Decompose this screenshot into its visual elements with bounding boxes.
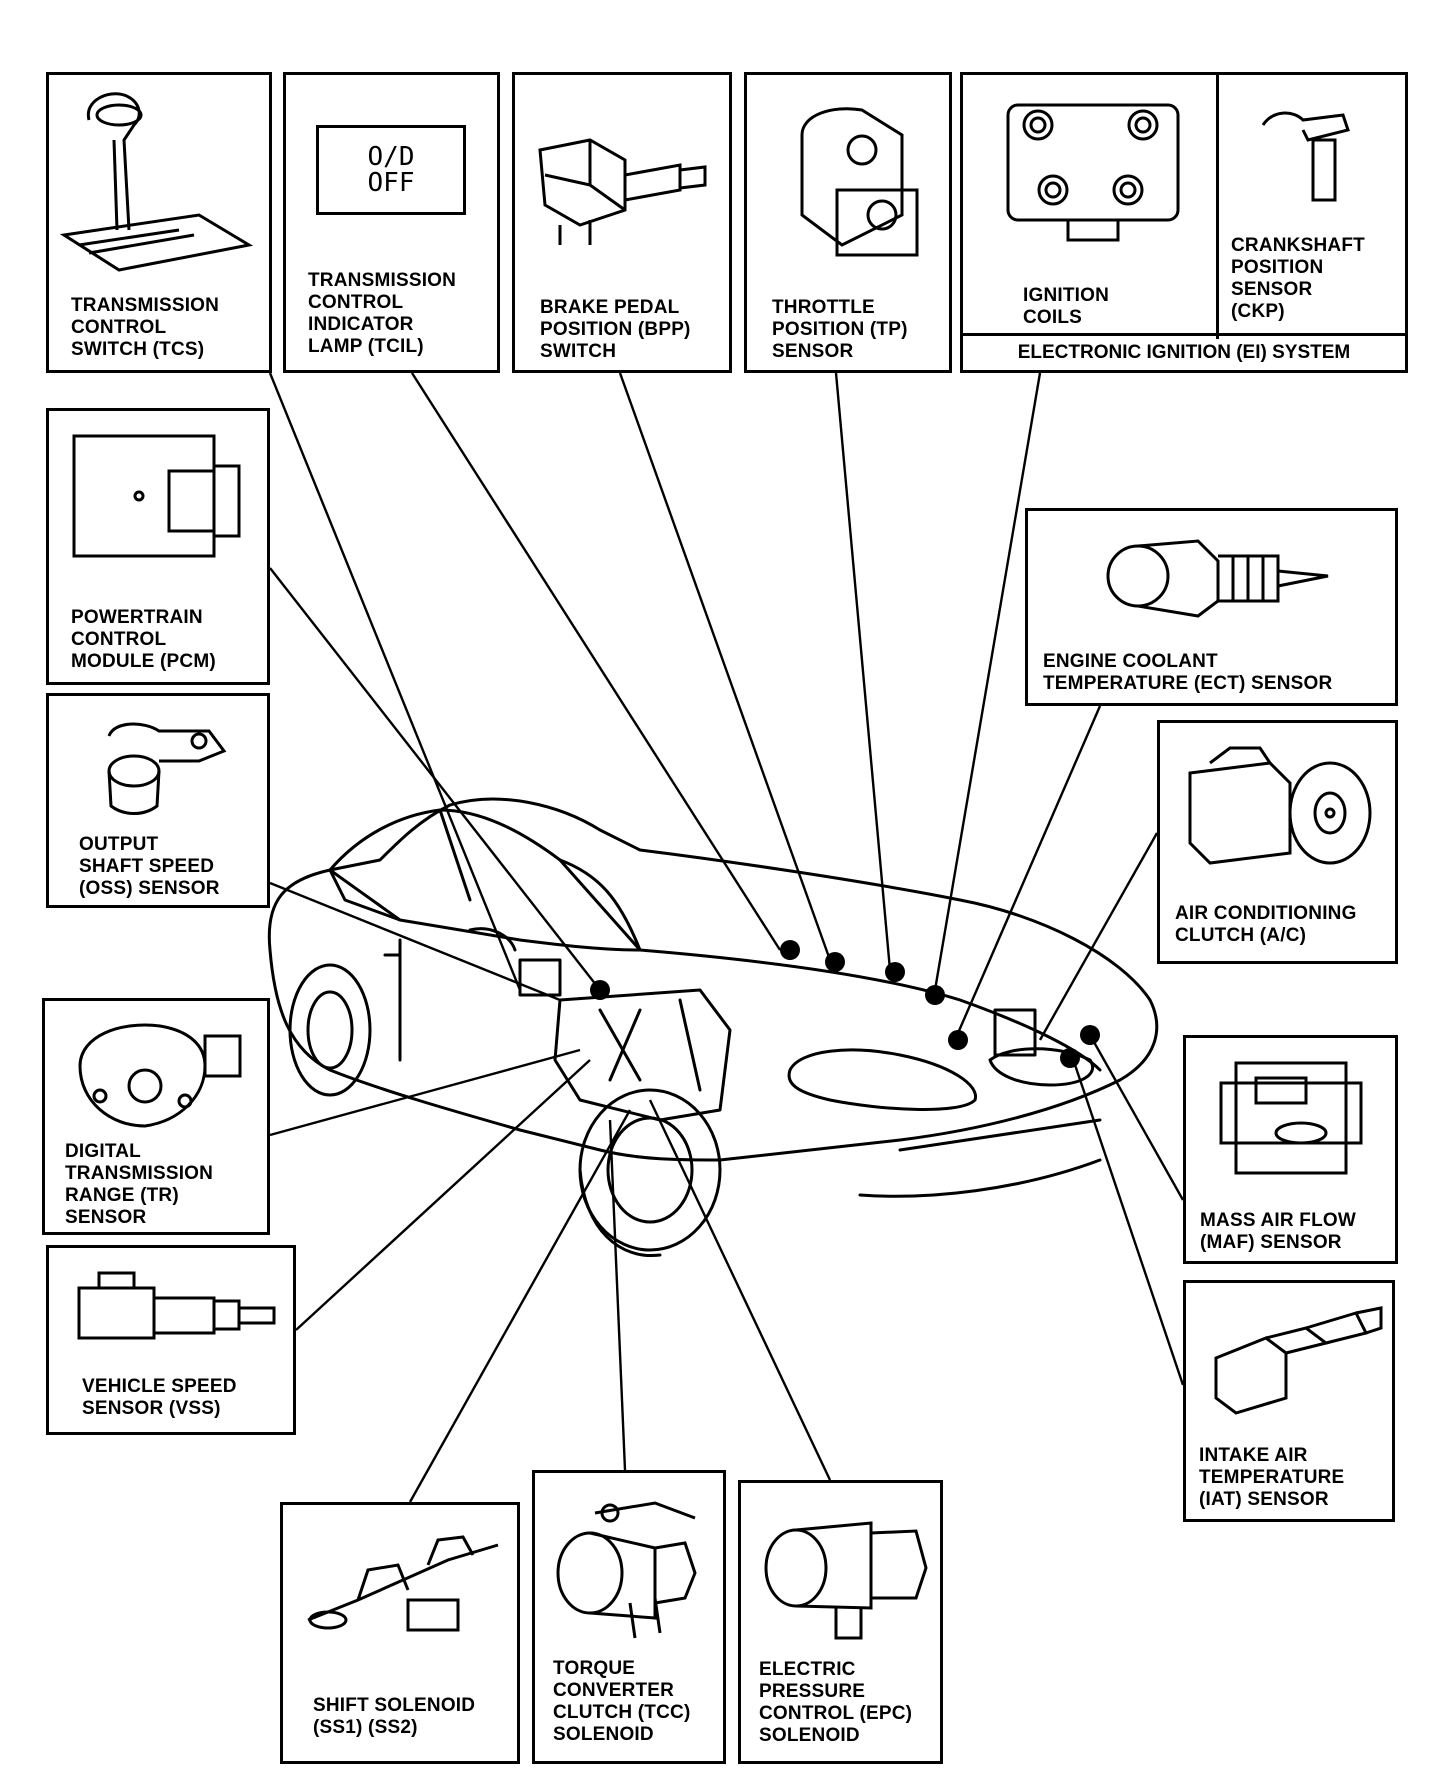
leader-lines	[268, 372, 1185, 1503]
tcc-panel: TORQUE CONVERTER CLUTCH (TCC) SOLENOID	[532, 1470, 726, 1764]
ei-divider	[1216, 75, 1219, 339]
iat-panel: INTAKE AIR TEMPERATURE (IAT) SENSOR	[1183, 1280, 1395, 1522]
ignition-coils-label: IGNITION COILS	[1023, 285, 1110, 328]
air-temp-sensor-icon	[1214, 1306, 1383, 1415]
epc-solenoid-icon	[764, 1521, 928, 1640]
ei-system-panel: IGNITION COILS CRANKSHAFT POSITION SENSO…	[960, 72, 1408, 373]
vehicle-speed-sensor-icon	[77, 1271, 276, 1340]
tcc-solenoid-icon	[556, 1501, 697, 1639]
coolant-sensor-icon	[1106, 539, 1329, 618]
oss-panel: OUTPUT SHAFT SPEED (OSS) SENSOR	[46, 693, 270, 908]
gear-shifter-icon	[59, 92, 254, 272]
tp-label: THROTTLE POSITION (TP) SENSOR	[772, 297, 908, 362]
connection-dots	[590, 940, 1100, 1068]
ac-panel: AIR CONDITIONING CLUTCH (A/C)	[1157, 720, 1398, 964]
bpp-panel: BRAKE PEDAL POSITION (BPP) SWITCH	[512, 72, 732, 373]
car-outline-icon	[267, 797, 1159, 1258]
tr-panel: DIGITAL TRANSMISSION RANGE (TR) SENSOR	[42, 998, 270, 1235]
shift-solenoid-icon	[307, 1535, 499, 1632]
tp-panel: THROTTLE POSITION (TP) SENSOR	[744, 72, 952, 373]
compressor-clutch-icon	[1188, 746, 1372, 865]
speed-sensor-icon	[107, 722, 227, 815]
ckp-label: CRANKSHAFT POSITION SENSOR (CKP)	[1231, 235, 1365, 322]
maf-sensor-icon	[1219, 1061, 1363, 1175]
tcs-panel: TRANSMISSION CONTROL SWITCH (TCS)	[46, 72, 272, 373]
ei-system-label: ELECTRONIC IGNITION (EI) SYSTEM	[963, 333, 1405, 370]
ss-panel: SHIFT SOLENOID (SS1) (SS2)	[280, 1502, 520, 1764]
maf-panel: MASS AIR FLOW (MAF) SENSOR	[1183, 1035, 1398, 1264]
crank-sensor-icon	[1261, 111, 1350, 202]
pcm-label: POWERTRAIN CONTROL MODULE (PCM)	[71, 607, 216, 672]
tcs-label: TRANSMISSION CONTROL SWITCH (TCS)	[71, 295, 220, 360]
tcil-panel: O/D OFF TRANSMISSION CONTROL INDICATOR L…	[283, 72, 500, 373]
ect-panel: ENGINE COOLANT TEMPERATURE (ECT) SENSOR	[1025, 508, 1398, 706]
bpp-label: BRAKE PEDAL POSITION (BPP) SWITCH	[540, 297, 691, 362]
ect-label: ENGINE COOLANT TEMPERATURE (ECT) SENSOR	[1043, 651, 1333, 694]
vss-label: VEHICLE SPEED SENSOR (VSS)	[82, 1376, 237, 1419]
iat-label: INTAKE AIR TEMPERATURE (IAT) SENSOR	[1199, 1445, 1345, 1510]
range-sensor-icon	[78, 1023, 242, 1128]
maf-label: MASS AIR FLOW (MAF) SENSOR	[1200, 1210, 1356, 1253]
ac-label: AIR CONDITIONING CLUTCH (A/C)	[1175, 903, 1357, 946]
throttle-sensor-icon	[800, 107, 919, 257]
ss-label: SHIFT SOLENOID (SS1) (SS2)	[313, 1695, 476, 1738]
pcm-panel: POWERTRAIN CONTROL MODULE (PCM)	[46, 408, 270, 685]
tcil-label: TRANSMISSION CONTROL INDICATOR LAMP (TCI…	[308, 270, 457, 357]
tr-label: DIGITAL TRANSMISSION RANGE (TR) SENSOR	[65, 1141, 214, 1228]
ignition-coil-pack-icon	[1006, 103, 1180, 242]
tcc-label: TORQUE CONVERTER CLUTCH (TCC) SOLENOID	[553, 1658, 691, 1745]
tcil-lamp-indicator: O/D OFF	[316, 125, 466, 215]
control-module-icon	[72, 434, 241, 558]
epc-panel: ELECTRIC PRESSURE CONTROL (EPC) SOLENOID	[738, 1480, 943, 1764]
oss-label: OUTPUT SHAFT SPEED (OSS) SENSOR	[79, 834, 220, 899]
vss-panel: VEHICLE SPEED SENSOR (VSS)	[46, 1245, 296, 1435]
brake-switch-icon	[538, 138, 707, 245]
epc-label: ELECTRIC PRESSURE CONTROL (EPC) SOLENOID	[759, 1659, 913, 1746]
